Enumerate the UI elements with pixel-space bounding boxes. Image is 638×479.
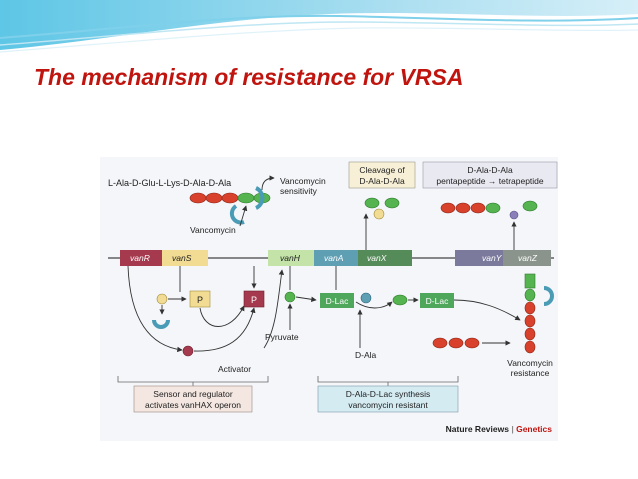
vancomycin-sensitivity-label-2: sensitivity (280, 186, 318, 196)
resistant-peptide-chain (524, 273, 536, 354)
gene-vanA-label: vanA (324, 253, 344, 263)
phosphate-label-2: P (251, 295, 257, 305)
activator-label: Activator (218, 364, 251, 374)
pyruvate-to-dlac-arrow (295, 296, 317, 302)
cleaved-d-ala-beads (364, 197, 400, 220)
pentapeptide-chain-beads (189, 192, 271, 204)
credit-separator: | (511, 424, 513, 434)
cleavage-label-line2: D-Ala-D-Ala (359, 176, 405, 186)
gene-boxes: vanR vanS vanH vanA vanX vanY vanZ (120, 250, 551, 266)
pyruvate-label: Pyruvate (265, 332, 299, 342)
tetrapeptide-label-box (422, 161, 558, 189)
sensitivity-arrow (261, 175, 275, 191)
sensor-caption-line2: activates vanHAX operon (145, 400, 241, 410)
synthesis-caption-line1: D-Ala-D-Lac synthesis (346, 389, 431, 399)
pentapeptide-chain-label: L-Ala-D-Glu-L-Lys-D-Ala-D-Ala (108, 178, 231, 188)
activator-to-p-arrow (193, 307, 256, 352)
synthesis-caption-line2: vancomycin resistant (348, 400, 428, 410)
gene-vanX-label: vanX (367, 253, 387, 263)
gene-vanH (268, 250, 314, 266)
activator-to-operon-arrow (263, 269, 285, 349)
gene-vanZ-label: vanZ (518, 253, 538, 263)
tetrapeptide-label-line1: D-Ala-D-Ala (467, 165, 513, 175)
cleavage-label-line1: Cleavage of (359, 165, 405, 175)
sensor-caption-line1: Sensor and regulator (153, 389, 233, 399)
pyruvate-molecule-icon (284, 291, 296, 303)
tetrapeptide-label-line2: pentapeptide → tetrapeptide (436, 176, 544, 186)
p-transfer-arrow (199, 305, 245, 327)
d-lac-box-1 (320, 293, 354, 308)
gene-vanX (358, 250, 412, 266)
gene-vanS-label: vanS (172, 253, 192, 263)
gene-vanR-label: vanR (130, 253, 150, 263)
sensor-caption-box (133, 385, 253, 413)
phosphate-box-2 (243, 290, 265, 308)
vanR-activation-arrow (127, 265, 183, 353)
tetrapeptide-beads (440, 200, 538, 220)
d-ala-molecule-icon (392, 294, 408, 306)
vancomycin-binding-arrow (239, 205, 248, 227)
gene-vanR (120, 250, 162, 266)
gene-vanS (162, 250, 208, 266)
d-lac-label-2: D-Lac (426, 296, 449, 306)
gene-vanZ (503, 250, 551, 266)
vancomycin-label: Vancomycin (190, 225, 236, 235)
modified-peptide-beads (432, 337, 480, 349)
product-to-peptide-arrow (453, 299, 521, 321)
figure-credit: Nature Reviews | Genetics (446, 424, 553, 434)
vancomycin-resistance-label-2: resistance (511, 368, 550, 378)
phosphate-box-1 (189, 290, 211, 308)
ligation-arrow (355, 301, 393, 309)
credit-section: Genetics (516, 424, 552, 434)
gene-vanY-label: vanY (482, 253, 503, 263)
cleavage-label-box (348, 161, 416, 189)
vancomycin-blocked-icon (543, 286, 554, 306)
slide-title: The mechanism of resistance for VRSA (34, 64, 464, 90)
phosphate-label-1: P (197, 295, 203, 305)
activator-molecule-icon (182, 345, 194, 357)
gene-vanH-label: vanH (280, 253, 301, 263)
vancomycin-sensitivity-label: Vancomycin (280, 176, 326, 186)
gene-vanY (455, 250, 503, 266)
gene-vanA (314, 250, 358, 266)
vancomycin-sensor-icon (152, 319, 170, 329)
vancomycin-bound-icon (254, 186, 265, 210)
credit-journal: Nature Reviews (446, 424, 510, 434)
header-wave-decoration (0, 0, 638, 53)
synthesis-caption-box (317, 385, 459, 413)
vanA-ligase-icon (360, 292, 372, 304)
vancomycin-resistance-label-1: Vancomycin (507, 358, 553, 368)
d-ala-label: D-Ala (355, 350, 377, 360)
d-lac-label-1: D-Lac (326, 296, 349, 306)
d-lac-box-2 (420, 293, 454, 308)
signal-molecule-icon (156, 293, 168, 305)
